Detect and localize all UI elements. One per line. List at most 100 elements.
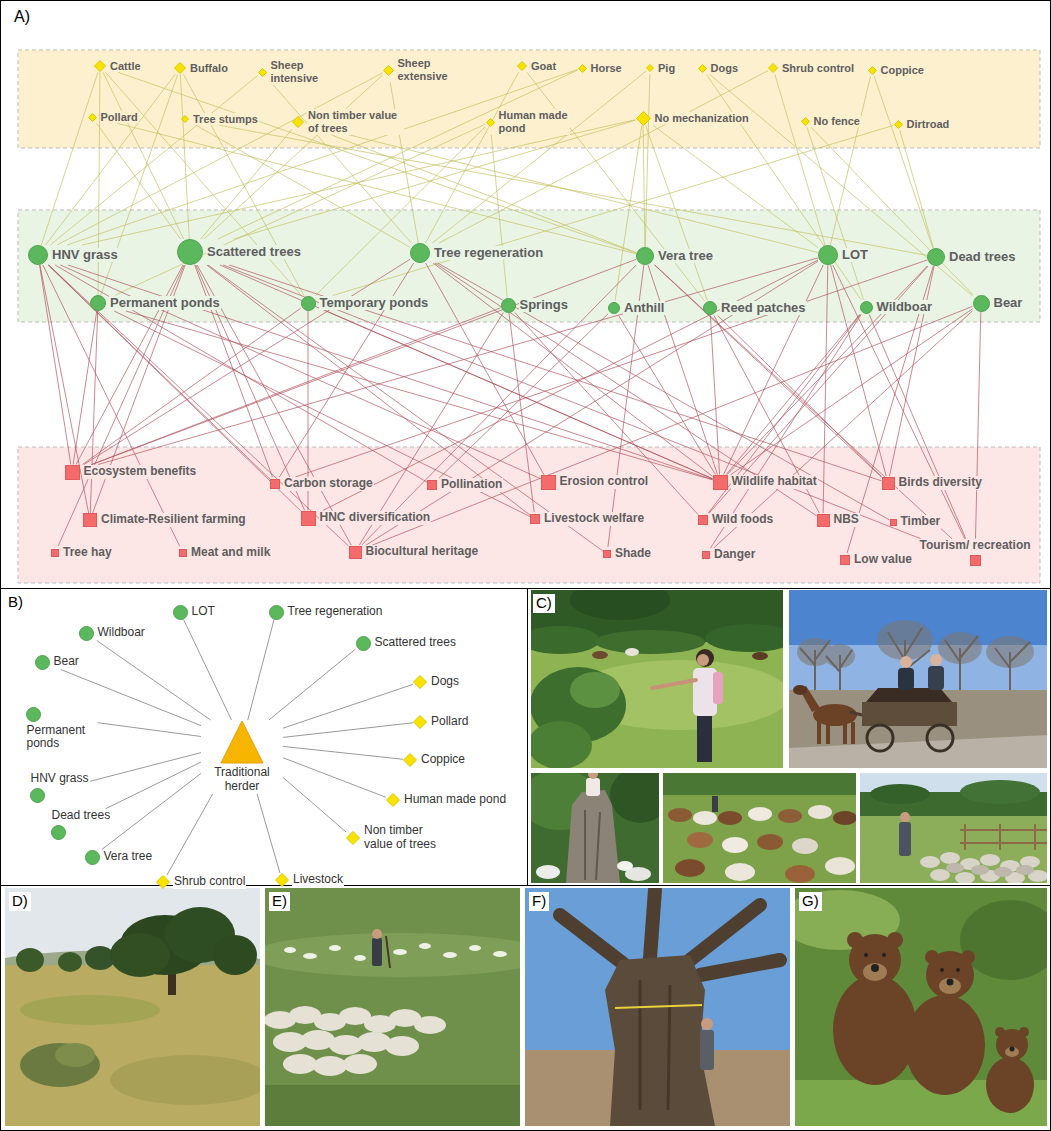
link-line — [295, 260, 927, 477]
node-label: Tourism/ recreation — [918, 539, 1031, 553]
feature-node: LOT — [818, 245, 869, 265]
node-label: Vera tree — [657, 249, 714, 264]
square-marker — [970, 555, 980, 565]
circle-marker — [928, 249, 945, 266]
bear-photo — [1019, 1027, 1029, 1037]
circle-marker — [501, 298, 515, 312]
link-line — [82, 120, 635, 245]
circle-marker — [818, 245, 838, 265]
service-node: Birds diversity — [882, 476, 983, 490]
cattle-photo — [687, 832, 713, 848]
horse-cart-photo — [817, 722, 821, 744]
tree-climb-photo — [536, 865, 560, 879]
link-line — [325, 311, 712, 479]
practice-node: Dirtroad — [894, 118, 951, 131]
link-line — [615, 126, 642, 301]
triangle-marker — [220, 720, 264, 764]
tree-climb-photo — [531, 773, 659, 883]
square-marker — [699, 516, 708, 525]
horse-cart-photo — [898, 668, 914, 690]
diamond-marker — [801, 117, 810, 126]
node-label: Human made pond — [403, 793, 507, 807]
diamond-marker — [386, 793, 400, 807]
node-label: Bear — [53, 655, 80, 669]
square-marker — [603, 550, 611, 558]
circle-marker — [79, 626, 93, 640]
diamond-marker — [647, 65, 654, 72]
panel-frame — [0, 588, 1051, 589]
feature-node: LOT — [173, 605, 216, 620]
diamond-marker — [646, 64, 654, 72]
link-line — [807, 127, 863, 299]
square-marker — [52, 550, 59, 557]
horse-cart-photo — [850, 712, 862, 715]
horse-cart-photo — [800, 686, 857, 744]
sheep-flock-photo — [414, 1016, 446, 1034]
circle-marker — [501, 298, 516, 313]
cattle-photo — [778, 809, 802, 823]
panel-frame — [527, 588, 528, 885]
sheep-flock-photo — [265, 1006, 446, 1076]
circle-marker — [927, 248, 945, 266]
link-line — [114, 311, 530, 517]
feature-node: Dogs — [413, 675, 460, 689]
category-band — [18, 50, 1040, 583]
node-label: Shrub control — [781, 62, 855, 75]
meadow-photo — [531, 590, 783, 768]
feature-node: Pollard — [413, 715, 469, 729]
node-label: Dogs — [430, 675, 460, 689]
sheep-flock-photo — [265, 933, 520, 977]
service-node: Erosion control — [541, 475, 650, 490]
horse-cart-photo — [867, 725, 893, 751]
diamond-marker — [387, 794, 400, 807]
node-label: Livestock — [292, 873, 344, 887]
sheep-photo — [920, 852, 1047, 883]
node-label: Biocultural heritage — [365, 545, 480, 559]
diamond-marker — [346, 831, 360, 845]
link-line — [41, 72, 98, 245]
link-line — [333, 125, 894, 295]
square-marker — [84, 514, 97, 527]
horse-cart-photo — [843, 722, 847, 744]
bear-photo — [847, 932, 863, 948]
diamond-marker — [414, 716, 427, 729]
circle-marker — [269, 605, 283, 619]
service-node: Meat and milk — [179, 546, 271, 560]
circle-marker — [173, 605, 187, 619]
tree-climb-photo — [588, 773, 598, 779]
link-line — [234, 120, 636, 239]
meadow-photo — [531, 626, 600, 654]
circle-marker — [90, 295, 106, 311]
square-marker — [541, 475, 555, 489]
link-line — [40, 265, 71, 465]
meadow-photo — [705, 624, 783, 652]
sheep-photo — [920, 856, 940, 868]
panel-label: D) — [9, 892, 31, 911]
node-label: Dead trees — [948, 250, 1016, 265]
square-marker — [817, 514, 829, 526]
meadow-photo — [697, 712, 712, 762]
square-marker — [698, 515, 708, 525]
node-label: Reed patches — [720, 301, 807, 316]
diamond-marker — [486, 118, 495, 127]
circle-marker — [91, 296, 106, 311]
bear-photo — [871, 964, 879, 972]
node-label: Non timber value of trees — [363, 824, 450, 852]
link-line — [706, 74, 861, 299]
square-marker — [179, 549, 187, 557]
node-label: No fence — [813, 115, 861, 128]
diamond-marker — [182, 116, 189, 123]
node-label: Tree hay — [62, 546, 113, 560]
horse-cart-photo — [851, 722, 855, 744]
bear-photo — [961, 950, 975, 964]
tree-climb-photo — [586, 778, 600, 796]
circle-marker — [608, 302, 620, 314]
wood-pasture-photo — [213, 935, 257, 975]
panel-label: F) — [529, 892, 549, 911]
link-line — [433, 263, 712, 476]
node-label: Tree regeneration — [287, 605, 384, 619]
sheep-flock-photo — [313, 1056, 347, 1076]
link-line — [106, 72, 302, 295]
circle-marker — [30, 788, 44, 802]
